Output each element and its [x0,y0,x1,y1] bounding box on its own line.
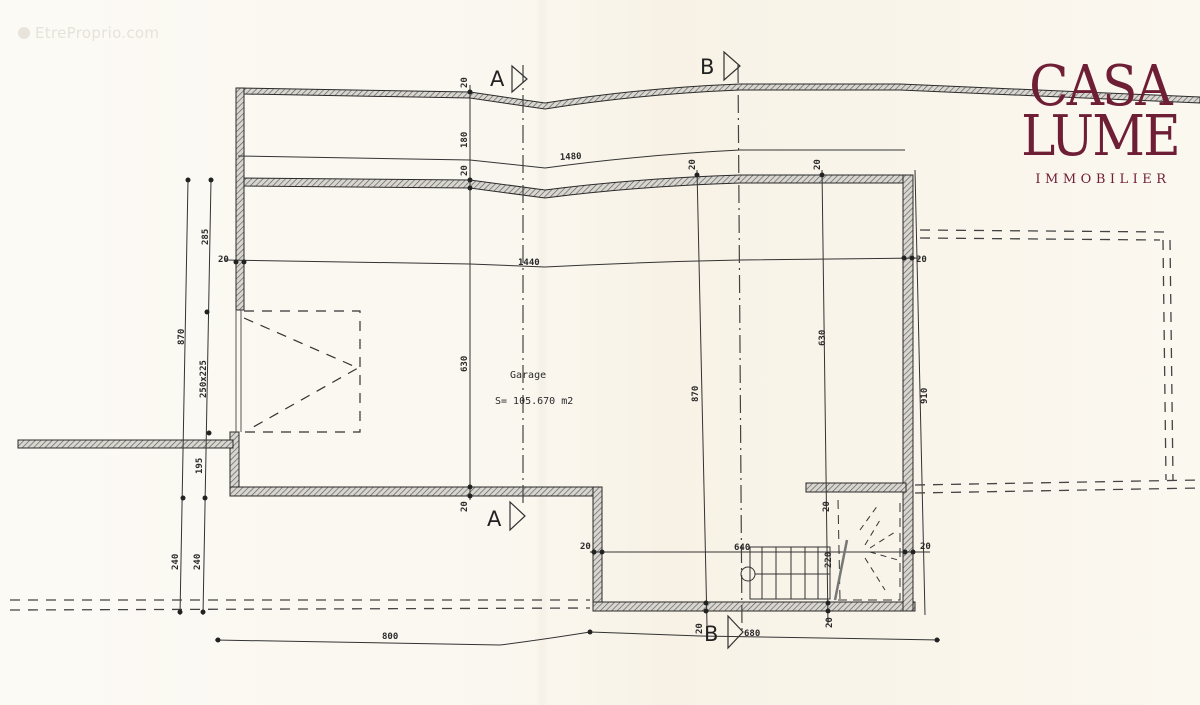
garage-door [235,310,361,433]
dim-bottom-left-1: 240 [171,554,181,570]
dim-stair-left-wall: 20 [580,542,591,552]
dim-bottom-left-2: 240 [193,554,203,570]
dim-main-width: 1440 [518,258,540,268]
dim-stair-width: 640 [734,543,750,553]
dim-bottom-right-wall: 20 [825,617,835,628]
section-label-a-bottom: A [487,507,502,531]
dim-depth-right: 630 [818,330,828,346]
dim-stair-top-wall: 20 [822,501,832,512]
dim-inner-wall-left: 20 [460,165,470,176]
dim-top-wall-left: 20 [460,77,470,88]
dim-right-wall: 20 [916,255,927,265]
dim-bottom-b-wall: 20 [695,623,705,634]
dim-right-total: 910 [920,388,930,404]
wall-left-extension [17,439,234,449]
dim-left-lower: 195 [195,458,205,474]
dim-top-band-width: 1480 [560,152,582,163]
exterior-dashed-outline [9,229,1200,611]
logo-line-casa: CASA [1029,54,1173,119]
wall-left-upper [235,87,245,311]
dim-stair-depth: 220 [824,552,834,568]
watermark: EtreProprio.com [18,24,159,42]
dim-inner-wall-mid2: 20 [813,159,823,170]
dim-bottom-total-left: 800 [382,632,398,642]
dim-bottom-total-right: 680 [744,629,760,639]
wall-bottom-lower [592,601,916,612]
dim-depth-left: 630 [460,356,470,372]
dim-left-wall: 20 [218,255,229,265]
section-label-a-top: A [490,67,505,91]
section-label-b-top: B [700,55,714,79]
room-name: Garage [510,370,546,381]
section-label-b-bottom: B [704,622,718,646]
dimension-lines [179,85,941,646]
wall-right [902,174,914,612]
logo-line-lume: LUME [1021,104,1181,169]
dim-left-outer-total: 870 [177,329,187,345]
watermark-text: EtreProprio.com [35,24,160,42]
staircase [740,499,901,601]
paper-fold [535,0,549,705]
section-axis-lines [522,64,743,631]
dim-left-upper: 285 [201,229,211,245]
dim-depth-center: 870 [691,386,701,402]
logo-line-immobilier: IMMOBILIER [1035,172,1171,187]
dim-inner-wall-mid1: 20 [688,159,698,170]
wall-step-vertical [592,486,603,612]
dim-top-band-height: 180 [460,132,470,148]
wall-top-inner [236,174,909,199]
dim-door-size: 250x225 [199,360,209,398]
wall-top-outer [236,83,1200,110]
wall-bottom-left [229,486,603,497]
dimension-ticks [177,89,940,643]
dim-stair-right-wall: 20 [920,542,931,552]
casa-lume-logo: CASA LUME IMMOBILIER [1010,54,1190,188]
dim-bottom-wall-a: 20 [460,501,470,512]
room-surface: S= 105.670 m2 [495,396,573,407]
copyright-circle-icon [18,27,30,39]
wall-stair-top [805,482,907,493]
section-arrows [509,50,744,650]
